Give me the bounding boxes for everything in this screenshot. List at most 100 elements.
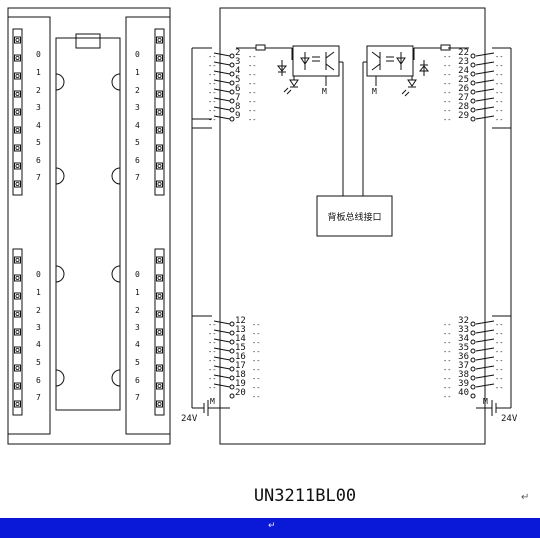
right-top-column-frame bbox=[154, 28, 165, 196]
left-bottom-column-screw bbox=[15, 311, 20, 316]
terminal-screw bbox=[470, 375, 476, 381]
terminal-screw bbox=[470, 89, 476, 95]
right-bottom-column-screw bbox=[157, 329, 162, 334]
terminal-screw bbox=[229, 375, 235, 381]
left-top-column-terminal bbox=[14, 162, 21, 170]
right-top-column-terminal bbox=[156, 126, 163, 134]
terminal-dash: -- bbox=[443, 62, 451, 70]
input-dash: -- bbox=[208, 53, 216, 61]
left-bottom-column-screw bbox=[15, 383, 20, 388]
switch-contact bbox=[475, 70, 495, 75]
terminal-screw bbox=[470, 71, 476, 77]
right-bottom-column-terminal bbox=[156, 364, 163, 372]
optocoupler-right bbox=[366, 45, 414, 77]
terminal-number: 24 bbox=[458, 66, 469, 76]
terminal-dash: -- bbox=[443, 89, 451, 97]
status-led-left bbox=[289, 79, 299, 87]
switch-contact bbox=[213, 383, 231, 388]
right-bottom-column-terminal bbox=[156, 382, 163, 390]
left-bottom-column-screw bbox=[15, 257, 20, 262]
right-bottom-column-screw bbox=[157, 347, 162, 352]
cover-notch-right bbox=[111, 369, 121, 387]
terminal-screw bbox=[229, 339, 235, 345]
terminal-dash: -- bbox=[248, 107, 256, 115]
channel-label-right-top: 7 bbox=[135, 173, 140, 182]
switch-contact bbox=[475, 52, 495, 57]
opto-collector-right bbox=[371, 51, 381, 59]
channel-label-right-top: 4 bbox=[135, 121, 140, 130]
right-top-column-terminal bbox=[156, 90, 163, 98]
right-bottom-column-screw bbox=[157, 311, 162, 316]
left-top-column-screw bbox=[15, 163, 20, 168]
terminal-number: 14 bbox=[235, 334, 246, 344]
switch-contact bbox=[475, 115, 495, 120]
switch-contact bbox=[213, 356, 231, 361]
led-ray-left-2 bbox=[286, 89, 292, 95]
cover-notch-left bbox=[55, 167, 65, 185]
opto-diode-right bbox=[396, 57, 406, 65]
input-dash: -- bbox=[208, 366, 216, 374]
left-top-column-terminal bbox=[14, 108, 21, 116]
terminal-dash: -- bbox=[248, 98, 256, 106]
input-dash: -- bbox=[208, 62, 216, 70]
cover-notch-left bbox=[55, 369, 65, 387]
right-top-column-screw bbox=[157, 145, 162, 150]
terminal-dash: -- bbox=[443, 53, 451, 61]
terminal-dash: -- bbox=[443, 321, 451, 329]
left-top-column-terminal bbox=[14, 36, 21, 44]
terminal-number: 6 bbox=[235, 84, 240, 94]
terminal-number: 7 bbox=[235, 93, 240, 103]
terminal-number: 36 bbox=[458, 352, 469, 362]
left-top-column-screw bbox=[15, 74, 20, 79]
right-top-column-terminal bbox=[156, 54, 163, 62]
terminal-number: 39 bbox=[458, 379, 469, 389]
switch-contact bbox=[213, 320, 231, 325]
input-dash: -- bbox=[495, 348, 503, 356]
right-bottom-column-frame bbox=[154, 248, 165, 416]
switch-contact bbox=[475, 365, 495, 370]
opto-emitter-right bbox=[371, 63, 381, 71]
right-bottom-column-terminal bbox=[156, 328, 163, 336]
terminal-screw bbox=[229, 384, 235, 390]
terminal-screw bbox=[229, 89, 235, 95]
left-bottom-column-screw bbox=[15, 293, 20, 298]
terminal-dash: -- bbox=[248, 53, 256, 61]
switch-contact bbox=[475, 88, 495, 93]
input-dash: -- bbox=[495, 321, 503, 329]
left-top-column-screw bbox=[15, 56, 20, 61]
input-resistor-left bbox=[255, 44, 266, 51]
input-dash: -- bbox=[495, 80, 503, 88]
right-bottom-column-screw bbox=[157, 383, 162, 388]
terminal-dash: -- bbox=[443, 98, 451, 106]
terminal-dash: -- bbox=[443, 339, 451, 347]
switch-contact bbox=[213, 88, 231, 93]
input-dash: -- bbox=[208, 348, 216, 356]
optocoupler-left bbox=[292, 45, 340, 77]
terminal-number: 2 bbox=[235, 48, 240, 58]
terminal-screw bbox=[470, 339, 476, 345]
terminal-dash: -- bbox=[252, 366, 260, 374]
module-outline bbox=[7, 7, 171, 445]
left-bottom-column-terminal bbox=[14, 328, 21, 336]
left-top-column-terminal bbox=[14, 144, 21, 152]
input-dash: -- bbox=[208, 98, 216, 106]
terminal-number: 5 bbox=[235, 75, 240, 85]
model-caption: UN3211BL00 bbox=[253, 486, 357, 506]
channel-label-right-bottom: 2 bbox=[135, 306, 140, 315]
left-bottom-column-terminal bbox=[14, 310, 21, 318]
status-led-right bbox=[407, 79, 417, 87]
terminal-number: 19 bbox=[235, 379, 246, 389]
terminal-number: 28 bbox=[458, 102, 469, 112]
left-bottom-column-terminal bbox=[14, 382, 21, 390]
input-dash: -- bbox=[495, 357, 503, 365]
right-top-column-screw bbox=[157, 127, 162, 132]
input-dash: -- bbox=[208, 71, 216, 79]
input-dash: -- bbox=[495, 375, 503, 383]
terminal-number: 8 bbox=[235, 102, 240, 112]
switch-contact bbox=[475, 347, 495, 352]
left-top-column-terminal bbox=[14, 54, 21, 62]
terminal-dash: -- bbox=[443, 330, 451, 338]
footer-bar: ↵ bbox=[0, 518, 540, 538]
